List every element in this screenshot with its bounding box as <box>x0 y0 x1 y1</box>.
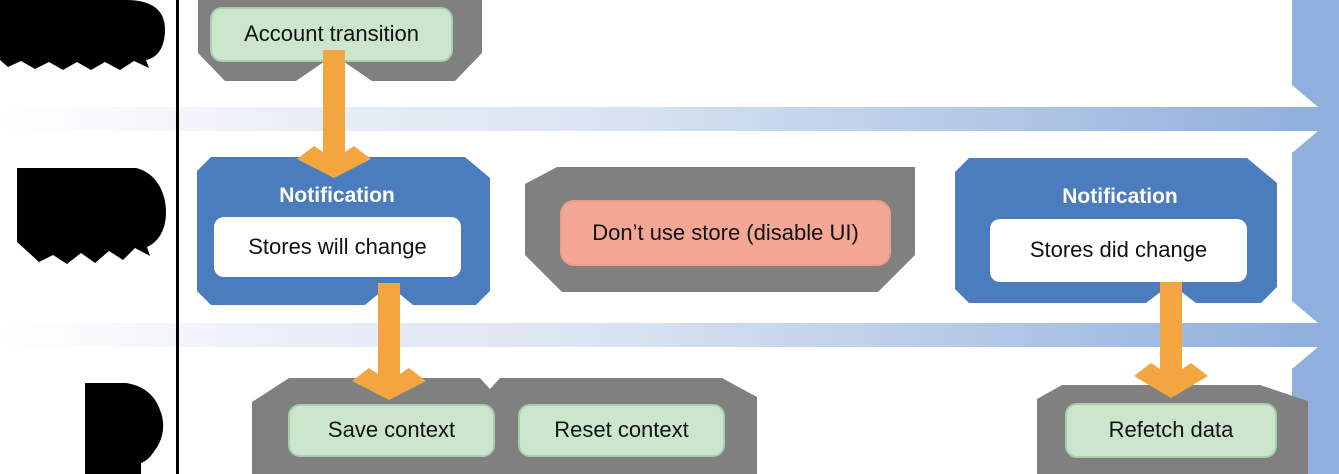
down-arrow-account-to-notification <box>297 50 371 178</box>
redacted-swimlane-label-1 <box>0 0 166 70</box>
stores-did-change-box: Stores did change <box>990 219 1247 282</box>
save-context-box: Save context <box>288 404 495 457</box>
reset-context-label: Reset context <box>554 417 689 443</box>
redacted-swimlane-label-3 <box>85 383 164 474</box>
refetch-data-label: Refetch data <box>1108 417 1234 443</box>
reset-context-box: Reset context <box>518 404 725 457</box>
stores-will-change-box: Stores will change <box>214 217 461 277</box>
swimlane-band-top <box>0 107 1318 131</box>
stores-did-change-label: Stores did change <box>1029 237 1208 263</box>
notification-right-title: Notification <box>1062 185 1178 208</box>
refetch-data-box: Refetch data <box>1065 403 1277 458</box>
account-transition-label: Account transition <box>244 21 419 47</box>
down-arrow-notification-to-refetch <box>1134 282 1208 398</box>
disable-ui-label: Don’t use store (disable UI) <box>592 219 859 245</box>
notification-left-title: Notification <box>279 184 395 207</box>
swimlane-band-bottom <box>0 323 1318 347</box>
down-arrow-notification-to-save <box>352 283 426 400</box>
save-context-label: Save context <box>327 417 456 443</box>
swimlane-separator-line <box>176 0 179 474</box>
disable-ui-box: Don’t use store (disable UI) <box>560 200 891 266</box>
redacted-swimlane-label-2 <box>17 168 166 264</box>
stores-will-change-label: Stores will change <box>248 233 427 259</box>
right-timeline-bar <box>1292 0 1339 474</box>
